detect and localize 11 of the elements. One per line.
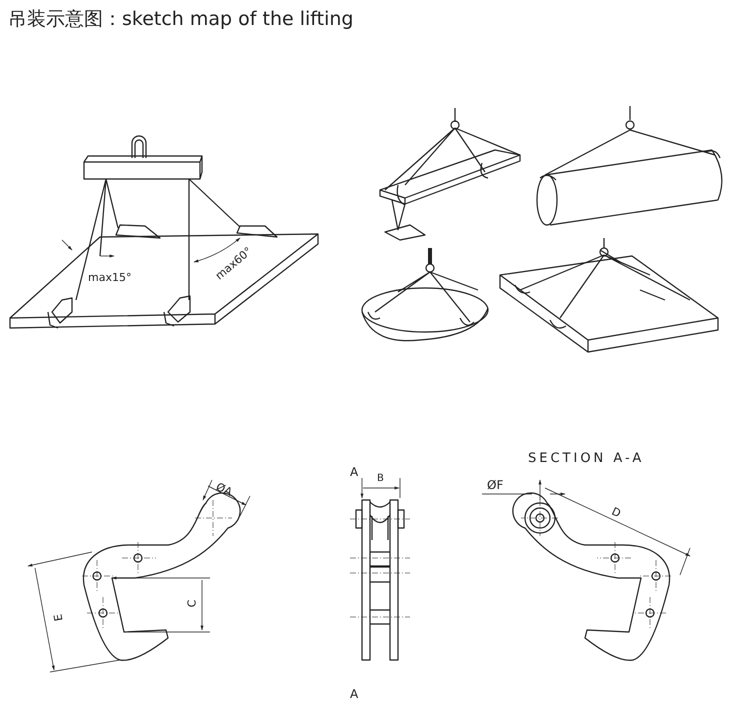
dimension-label: E — [52, 613, 64, 622]
dimension-label: ØF — [487, 479, 504, 491]
dimension-label: D — [610, 506, 622, 520]
section-mark: A — [350, 466, 358, 478]
dimension-label: B — [377, 474, 384, 484]
section-label: SECTION A-A — [528, 452, 644, 465]
angle-label: max15° — [88, 272, 132, 283]
title: 吊装示意图：sketch map of the lifting — [8, 10, 354, 29]
dimension-label: ØA — [214, 481, 234, 498]
section-mark: A — [350, 688, 358, 700]
dimension-label: C — [186, 600, 198, 608]
